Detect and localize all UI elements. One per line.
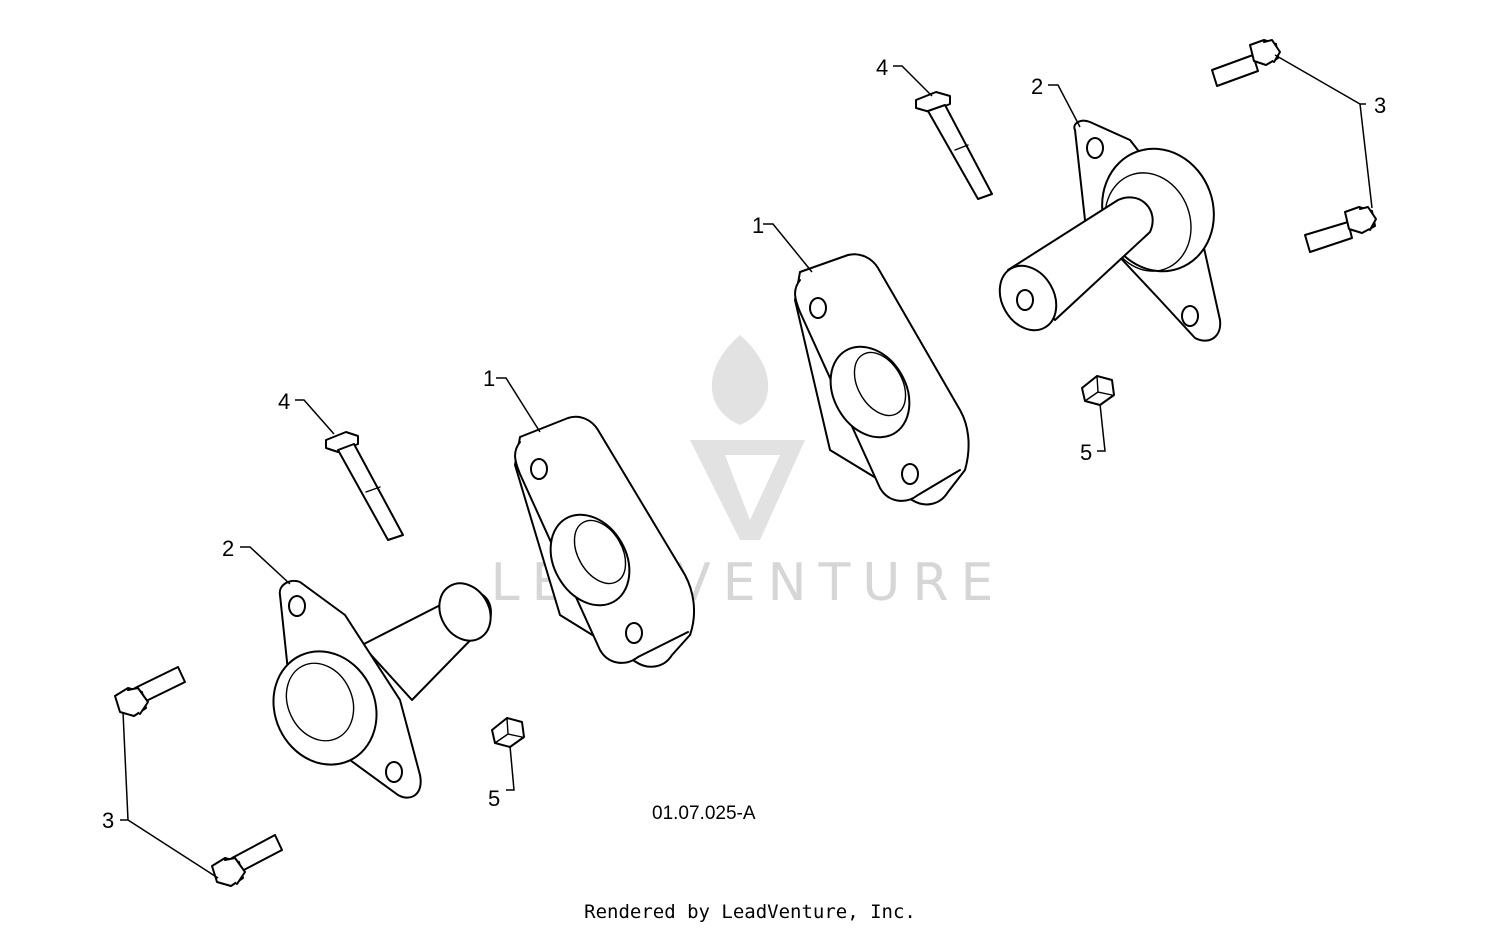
diagram-code: 01.07.025-A: [652, 803, 756, 824]
callout-nut-left: 5: [488, 786, 500, 811]
bolt-lower-left: [211, 834, 283, 887]
bolt-upper-left: [114, 666, 186, 717]
callout-pin-left: 4: [278, 389, 290, 414]
callout-bearing-right: 2: [1031, 74, 1043, 99]
callout-nut-right: 5: [1080, 440, 1092, 465]
bolt-lower-right: [1304, 206, 1377, 253]
spacer-right: [794, 253, 970, 506]
pin-right: [915, 91, 993, 200]
callout-spacer-left: 1: [483, 366, 495, 391]
bearing-flange-left: [272, 579, 492, 799]
bearing-flange-right: [998, 119, 1222, 342]
callout-bolts-right: 3: [1374, 93, 1386, 118]
pin-left: [325, 431, 404, 541]
callout-bolts-left: 3: [102, 808, 114, 833]
bolt-upper-right: [1211, 39, 1281, 87]
spacer-left: [514, 415, 696, 668]
watermark-logo: [690, 335, 805, 540]
callout-pin-right: 4: [876, 55, 888, 80]
render-credit: Rendered by LeadVenture, Inc.: [584, 901, 916, 923]
callout-spacer-right: 1: [752, 213, 764, 238]
leader-lines: [120, 54, 1373, 879]
nut-left: [491, 717, 525, 748]
callout-bearing-left: 2: [222, 536, 234, 561]
nut-right: [1081, 375, 1115, 406]
